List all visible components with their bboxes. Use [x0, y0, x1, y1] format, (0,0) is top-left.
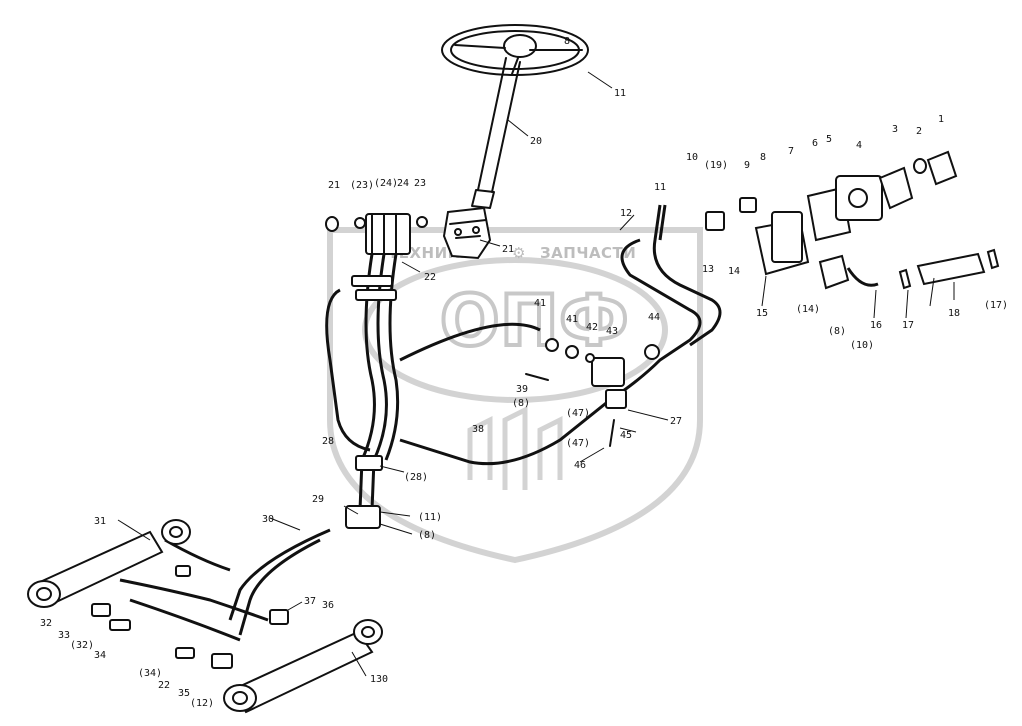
watermark-logo-letters: ОПФ: [440, 280, 629, 362]
callout-22-lower: 22: [158, 680, 170, 691]
callout-13: 13: [702, 264, 714, 275]
watermark-brand-right: ЗАПЧАСТИ: [540, 244, 636, 262]
callout-23-paren: (23): [350, 180, 374, 191]
callout-41: 41: [534, 298, 546, 309]
callout-12-paren: (12): [190, 698, 214, 709]
callout-30: 30: [262, 514, 274, 525]
cylinder-fittings: [91, 565, 289, 669]
callout-7: 7: [788, 146, 794, 157]
callout-21: 21: [328, 180, 340, 191]
callout-28: 28: [322, 436, 334, 447]
control-valve: [525, 338, 660, 447]
callout-29: 29: [312, 494, 324, 505]
callout-24: 24: [397, 178, 409, 189]
callout-38: 38: [472, 424, 484, 435]
callout-130: 130: [370, 674, 388, 685]
callout-44: 44: [648, 312, 660, 323]
callout-9: 9: [744, 160, 750, 171]
return-pipe-loop: [325, 204, 722, 466]
callout-33: 33: [58, 630, 70, 641]
hydraulic-pump-assembly: [705, 150, 958, 276]
callout-8-paren-3: (8): [418, 530, 436, 541]
callout-18: 18: [948, 308, 960, 319]
callout-39: 39: [516, 384, 528, 395]
callout-37: 37: [304, 596, 316, 607]
callout-28-paren: (28): [404, 472, 428, 483]
valve-fittings: [325, 213, 428, 255]
watermark: ТЕХНИКА ⚙ ЗАПЧАСТИ ОПФ: [327, 227, 703, 564]
steering-column: [471, 57, 521, 209]
callout-41-b: 41: [566, 314, 578, 325]
callout-45: 45: [620, 430, 632, 441]
callout-5: 5: [826, 134, 832, 145]
callout-8-pump: 8: [760, 152, 766, 163]
callout-8-paren-2: (8): [512, 398, 530, 409]
callout-15: 15: [756, 308, 768, 319]
callout-12: 12: [620, 208, 632, 219]
steering-cylinder-left: [27, 519, 191, 608]
callout-32-paren: (32): [70, 640, 94, 651]
callout-34: 34: [94, 650, 106, 661]
steering-gear-valve: [442, 206, 492, 260]
callout-31: 31: [94, 516, 106, 527]
callout-27: 27: [670, 416, 682, 427]
callout-11-paren: (11): [418, 512, 442, 523]
callout-20: 20: [530, 136, 542, 147]
callout-47-paren: (47): [566, 408, 590, 419]
callout-6: 6: [812, 138, 818, 149]
callout-19-paren: (19): [704, 160, 728, 171]
callout-11: 11: [614, 88, 626, 99]
steering-wheel: [441, 24, 589, 76]
steering-cylinder-right: [223, 619, 383, 714]
callout-4: 4: [856, 140, 862, 151]
callout-10: 10: [686, 152, 698, 163]
callout-8-paren: (8): [828, 326, 846, 337]
callout-32: 32: [40, 618, 52, 629]
callout-10-paren: (10): [850, 340, 874, 351]
hose-bundle: [345, 253, 400, 529]
callout-11-pipe: 11: [654, 182, 666, 193]
callout-35: 35: [178, 688, 190, 699]
suction-tube: [818, 248, 1000, 290]
callout-23: 23: [414, 178, 426, 189]
callout-14: 14: [728, 266, 740, 277]
callout-17: 17: [902, 320, 914, 331]
callout-8: 8: [564, 36, 570, 47]
callout-2: 2: [916, 126, 922, 137]
callout-1: 1: [938, 114, 944, 125]
callout-42: 42: [586, 322, 598, 333]
callout-labels: 8 11 20 21 (23) (24) 24 23 21 22 10 (19)…: [40, 36, 1008, 709]
callout-16: 16: [870, 320, 882, 331]
callout-22: 22: [424, 272, 436, 283]
watermark-gear-icon: ⚙: [512, 244, 526, 262]
callout-46: 46: [574, 460, 586, 471]
callout-24-paren: (24): [374, 178, 398, 189]
callout-3: 3: [892, 124, 898, 135]
leader-lines: [117, 71, 955, 677]
callout-47-paren-2: (47): [566, 438, 590, 449]
callout-14-paren: (14): [796, 304, 820, 315]
callout-36: 36: [322, 600, 334, 611]
callout-43: 43: [606, 326, 618, 337]
callout-21-valve: 21: [502, 244, 514, 255]
callout-34-paren: (34): [138, 668, 162, 679]
callout-17-paren: (17): [984, 300, 1008, 311]
